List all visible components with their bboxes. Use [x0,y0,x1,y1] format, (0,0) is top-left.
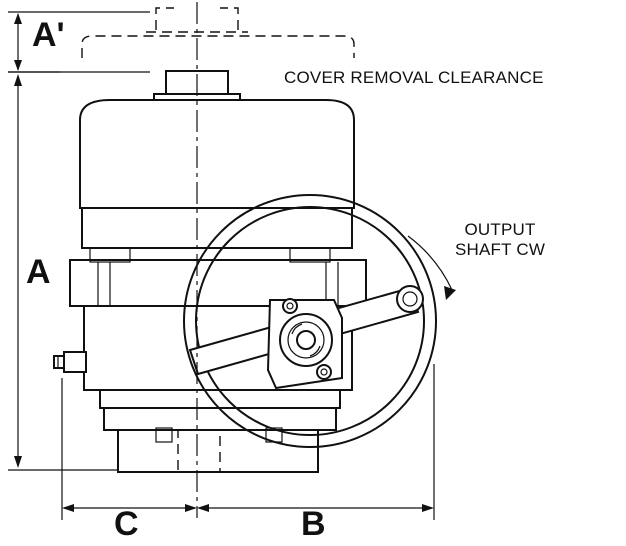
output-shaft-label-line1: OUTPUT [464,220,536,239]
handwheel [183,194,437,448]
dimension-c-b [61,364,435,520]
output-shaft-label: OUTPUT SHAFT CW [455,220,545,259]
dimension-a-label: A [26,253,51,291]
cover-clearance-label: COVER REMOVAL CLEARANCE [284,68,544,87]
mounting-base [117,427,319,473]
output-shaft-label-line2: SHAFT CW [455,239,546,259]
cover [79,99,355,249]
dimension-a [8,71,120,471]
side-fitting [53,351,87,373]
dimension-a-prime [8,11,150,73]
rotation-arrow [407,235,456,300]
handle-knob [396,285,424,313]
dimension-b-label: B [301,505,326,543]
cover-clearance-phantom [81,7,355,58]
dimension-a-prime-label: A' [32,16,65,54]
dimension-c-label: C [114,505,139,543]
flange [69,247,367,307]
handwheel-hub [279,313,333,367]
